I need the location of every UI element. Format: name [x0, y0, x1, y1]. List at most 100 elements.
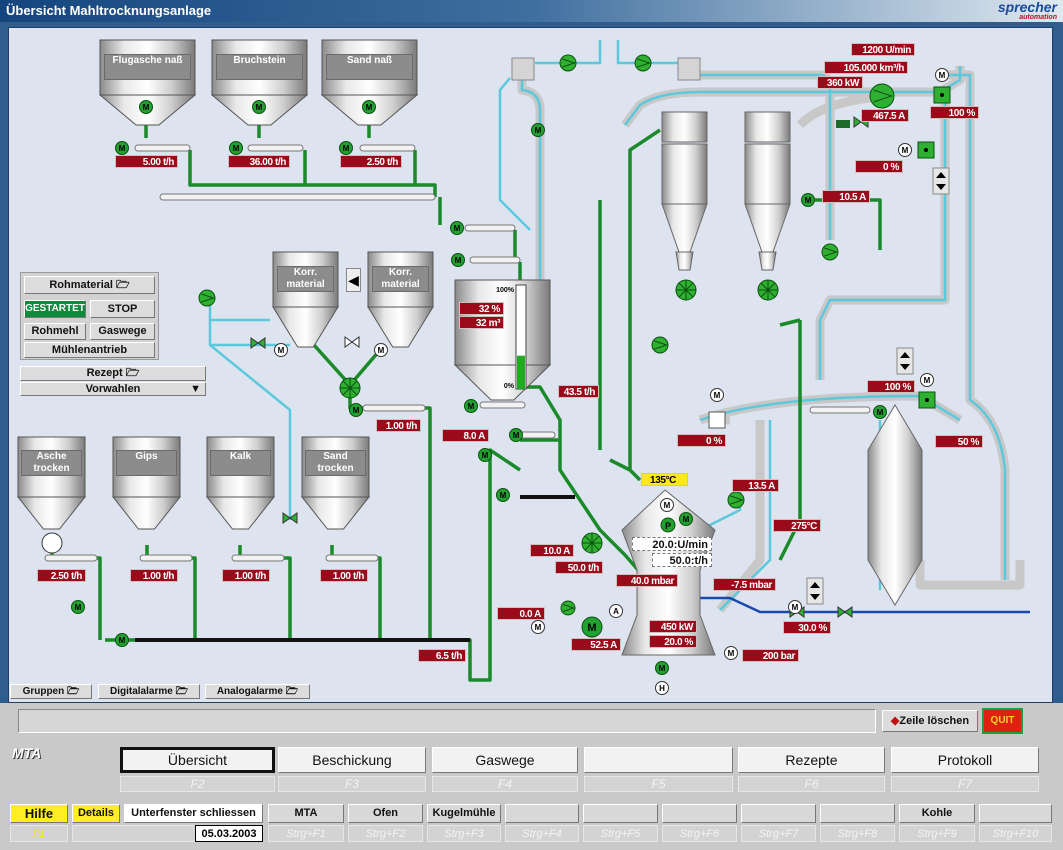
footer-button-mta[interactable]: MTA [268, 804, 344, 823]
help-button[interactable]: Hilfe [10, 804, 68, 823]
fan-icon[interactable] [560, 600, 576, 616]
conveyor-belt[interactable] [231, 554, 285, 562]
motor-icon[interactable]: M [531, 620, 545, 634]
motor-icon[interactable]: M [374, 343, 388, 357]
fan-icon[interactable] [727, 491, 745, 509]
gaswege-button[interactable]: Gaswege [90, 323, 155, 340]
quit-button[interactable]: QUIT [982, 708, 1023, 734]
motor-icon[interactable]: M [788, 600, 802, 614]
conveyor-belt[interactable] [519, 431, 556, 439]
tab-beschickung[interactable]: Beschickung [278, 747, 426, 773]
motor-icon[interactable]: M [229, 141, 243, 155]
motor-icon[interactable]: M [935, 68, 949, 82]
fan-icon[interactable] [198, 289, 216, 307]
conveyor-belt[interactable] [469, 256, 521, 264]
rotary-valve-icon[interactable] [339, 377, 361, 399]
motor-icon[interactable]: M [898, 143, 912, 157]
tab-rezepte[interactable]: Rezepte [738, 747, 885, 773]
motor-icon[interactable]: M [496, 488, 510, 502]
mill-speed-setpoint[interactable]: 20.0:U/min [632, 537, 712, 551]
motor-icon[interactable]: M [509, 428, 523, 442]
footer-button-ofen[interactable]: Ofen [348, 804, 423, 823]
motor-icon[interactable]: M [349, 403, 363, 417]
cyclone[interactable] [744, 111, 791, 271]
conveyor-belt[interactable] [134, 144, 191, 152]
conveyor-belt[interactable] [139, 554, 193, 562]
korr-selector-arrow[interactable]: ◀ [346, 268, 361, 292]
valve-icon[interactable] [282, 512, 298, 524]
motor-icon[interactable]: M [464, 399, 478, 413]
motor-icon[interactable]: M [71, 600, 85, 614]
rotary-valve-icon[interactable] [675, 279, 697, 301]
tab-übersicht[interactable]: Übersicht [120, 747, 275, 773]
motor-icon[interactable]: M [450, 221, 464, 235]
motor-icon[interactable]: M [252, 100, 266, 114]
footer-button-empty[interactable] [583, 804, 658, 823]
hot-gas-generator[interactable] [867, 404, 923, 606]
mill-motor-icon[interactable]: M [581, 616, 603, 638]
analogalarme-button[interactable]: Analogalarme 🗁 [205, 684, 310, 699]
motor-icon[interactable]: M [660, 498, 674, 512]
footer-button-empty[interactable] [979, 804, 1052, 823]
rohmehl-button[interactable]: Rohmehl [24, 323, 86, 340]
valve-icon[interactable] [344, 336, 360, 348]
vorwahlen-dropdown[interactable]: Vorwahlen ▼ [20, 382, 206, 396]
damper-icon[interactable] [917, 141, 935, 159]
tab-gaswege[interactable]: Gaswege [432, 747, 578, 773]
up-down-stepper[interactable] [806, 577, 824, 605]
conveyor-belt[interactable] [159, 193, 436, 201]
rotary-valve-icon[interactable] [757, 279, 779, 301]
up-down-stepper[interactable] [896, 347, 914, 375]
motor-icon[interactable]: M [710, 388, 724, 402]
motor-icon[interactable]: M [451, 253, 465, 267]
motor-icon[interactable]: M [655, 661, 669, 675]
motor-icon[interactable]: M [724, 646, 738, 660]
conveyor-belt[interactable] [325, 554, 379, 562]
damper-icon[interactable] [708, 411, 726, 429]
conveyor-belt[interactable] [247, 144, 304, 152]
started-status-button[interactable]: GESTARTET [24, 300, 86, 318]
clear-line-button[interactable]: ◆Zeile löschen [882, 710, 978, 732]
footer-button-kohle[interactable]: Kohle [899, 804, 975, 823]
motor-icon[interactable]: M [679, 512, 693, 526]
rezept-button[interactable]: Rezept 🗁 [20, 366, 206, 381]
digitalalarme-button[interactable]: Digitalalarme 🗁 [98, 684, 200, 699]
close-subwindows-button[interactable]: Unterfenster schliessen [124, 804, 263, 823]
valve-icon[interactable] [250, 337, 266, 349]
fan-icon[interactable] [869, 83, 895, 109]
tab-empty[interactable] [584, 747, 733, 773]
fan-icon[interactable] [651, 336, 669, 354]
cyclone[interactable] [661, 111, 708, 271]
gruppen-button[interactable]: Gruppen 🗁 [10, 684, 92, 699]
conveyor-belt[interactable] [362, 404, 426, 412]
motor-icon[interactable]: M [274, 343, 288, 357]
motor-icon[interactable]: M [339, 141, 353, 155]
footer-button-empty[interactable] [741, 804, 816, 823]
motor-icon[interactable]: M [801, 193, 815, 207]
rotary-valve-icon[interactable] [41, 532, 63, 554]
mill-feed-setpoint[interactable]: 50.0:t/h [652, 553, 712, 567]
tab-protokoll[interactable]: Protokoll [891, 747, 1039, 773]
rohmaterial-button[interactable]: Rohmaterial 🗁 [24, 276, 155, 294]
motor-icon[interactable]: M [115, 141, 129, 155]
motor-icon[interactable]: M [920, 373, 934, 387]
muehlenantrieb-button[interactable]: Mühlenantrieb [24, 342, 155, 358]
up-down-stepper[interactable] [932, 167, 950, 195]
conveyor-belt[interactable] [479, 401, 526, 409]
stop-button[interactable]: STOP [90, 300, 155, 318]
motor-icon[interactable]: M [873, 405, 887, 419]
conveyor-belt[interactable] [359, 144, 416, 152]
footer-button-empty[interactable] [820, 804, 895, 823]
rotary-valve-icon[interactable] [581, 532, 603, 554]
damper-icon[interactable] [933, 86, 951, 104]
motor-icon[interactable]: M [362, 100, 376, 114]
conveyor-belt[interactable] [44, 554, 98, 562]
valve-icon[interactable] [837, 606, 853, 618]
fan-icon[interactable] [559, 54, 577, 72]
fan-icon[interactable] [821, 243, 839, 261]
motor-icon[interactable]: M [139, 100, 153, 114]
conveyor-belt[interactable] [809, 406, 871, 414]
bunker-silo[interactable] [453, 279, 552, 401]
motor-icon[interactable]: M [531, 123, 545, 137]
damper-icon[interactable] [918, 391, 936, 409]
